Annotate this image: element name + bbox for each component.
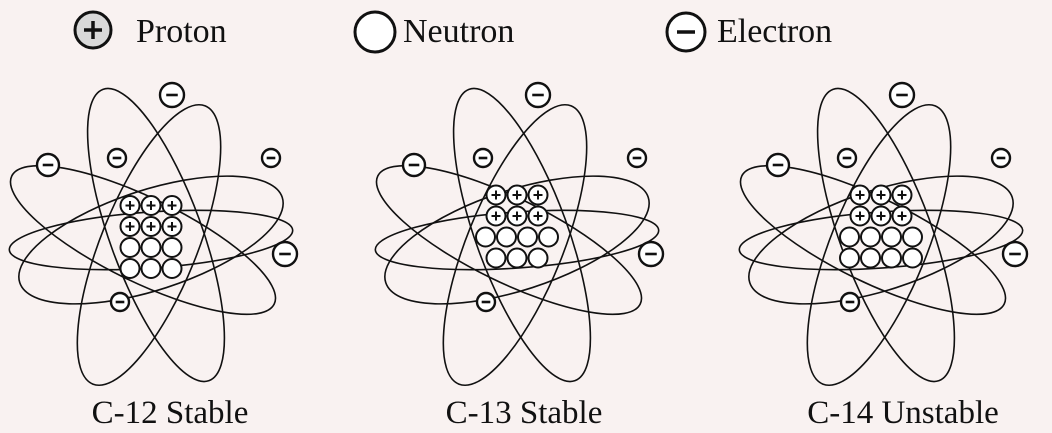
orbit-path [76,103,222,387]
atom-caption-c13: C-13 Stable [446,395,603,431]
electron-legend-label: Electron [717,13,832,50]
electron [35,152,61,178]
proton [140,195,162,216]
neutron [881,226,902,248]
proton [891,205,913,227]
electron [106,147,128,169]
proton [527,184,549,206]
legend: Proton Neutron Electron [73,10,832,54]
neutron [475,226,496,248]
orbit-path [86,87,226,383]
proton-legend-icon [73,10,113,50]
nucleus [119,195,183,279]
electron [475,291,497,313]
proton [140,216,162,237]
electron [839,291,861,313]
neutron [881,247,902,269]
neutron [119,237,141,258]
electrons [401,81,665,313]
neutron [902,226,923,248]
atom-caption-c14: C-14 Unstable [807,395,999,431]
orbit-path [452,87,592,383]
neutron [517,226,538,248]
proton [870,205,892,227]
neutron [161,237,183,258]
legend-neutron: Neutron [353,10,514,54]
proton [891,184,913,206]
proton [161,216,183,237]
electron [158,81,186,109]
neutron [119,258,141,279]
electrons [35,81,299,313]
electron [472,147,494,169]
neutron [527,247,549,269]
proton [506,184,528,206]
orbit-path [18,175,284,305]
electron [637,240,665,268]
electron [626,147,648,169]
neutron-legend-label: Neutron [403,13,514,50]
proton [119,195,141,216]
proton [870,184,892,206]
neutron [506,247,528,269]
electron [524,81,552,109]
neutron-legend-icon [353,10,397,54]
electron [260,147,282,169]
orbit-path [739,164,1007,316]
proton [485,184,507,206]
neutron [902,247,923,269]
proton [485,205,507,227]
atom-c13 [374,81,665,387]
nucleus [475,184,559,269]
electron-legend-icon [665,11,707,53]
electron [109,291,131,313]
proton [119,216,141,237]
electron [990,147,1012,169]
proton [849,184,871,206]
neutron [161,258,183,279]
neutron [496,226,517,248]
neutron [140,237,162,258]
electron [271,240,299,268]
neutron [839,226,860,248]
nucleus [839,184,923,269]
electron [888,81,916,109]
electron [401,152,427,178]
proton [849,205,871,227]
orbit-path [375,164,643,316]
legend-electron: Electron [665,11,832,53]
atom-c14 [738,81,1029,387]
proton-legend-label: Proton [136,13,227,50]
orbit-path [442,103,588,387]
neutron [839,247,860,269]
electron [1001,240,1029,268]
atom-c12 [8,81,299,387]
neutron [860,247,881,269]
orbit-path [806,103,952,387]
electron [765,152,791,178]
proton [506,205,528,227]
proton [527,205,549,227]
neutron [140,258,162,279]
neutron [860,226,881,248]
proton [161,195,183,216]
legend-proton: Proton [73,10,227,50]
neutron [538,226,559,248]
atom-caption-c12: C-12 Stable [92,395,249,431]
neutron [485,247,507,269]
electron [836,147,858,169]
orbit-path [9,164,277,316]
electrons [765,81,1029,313]
